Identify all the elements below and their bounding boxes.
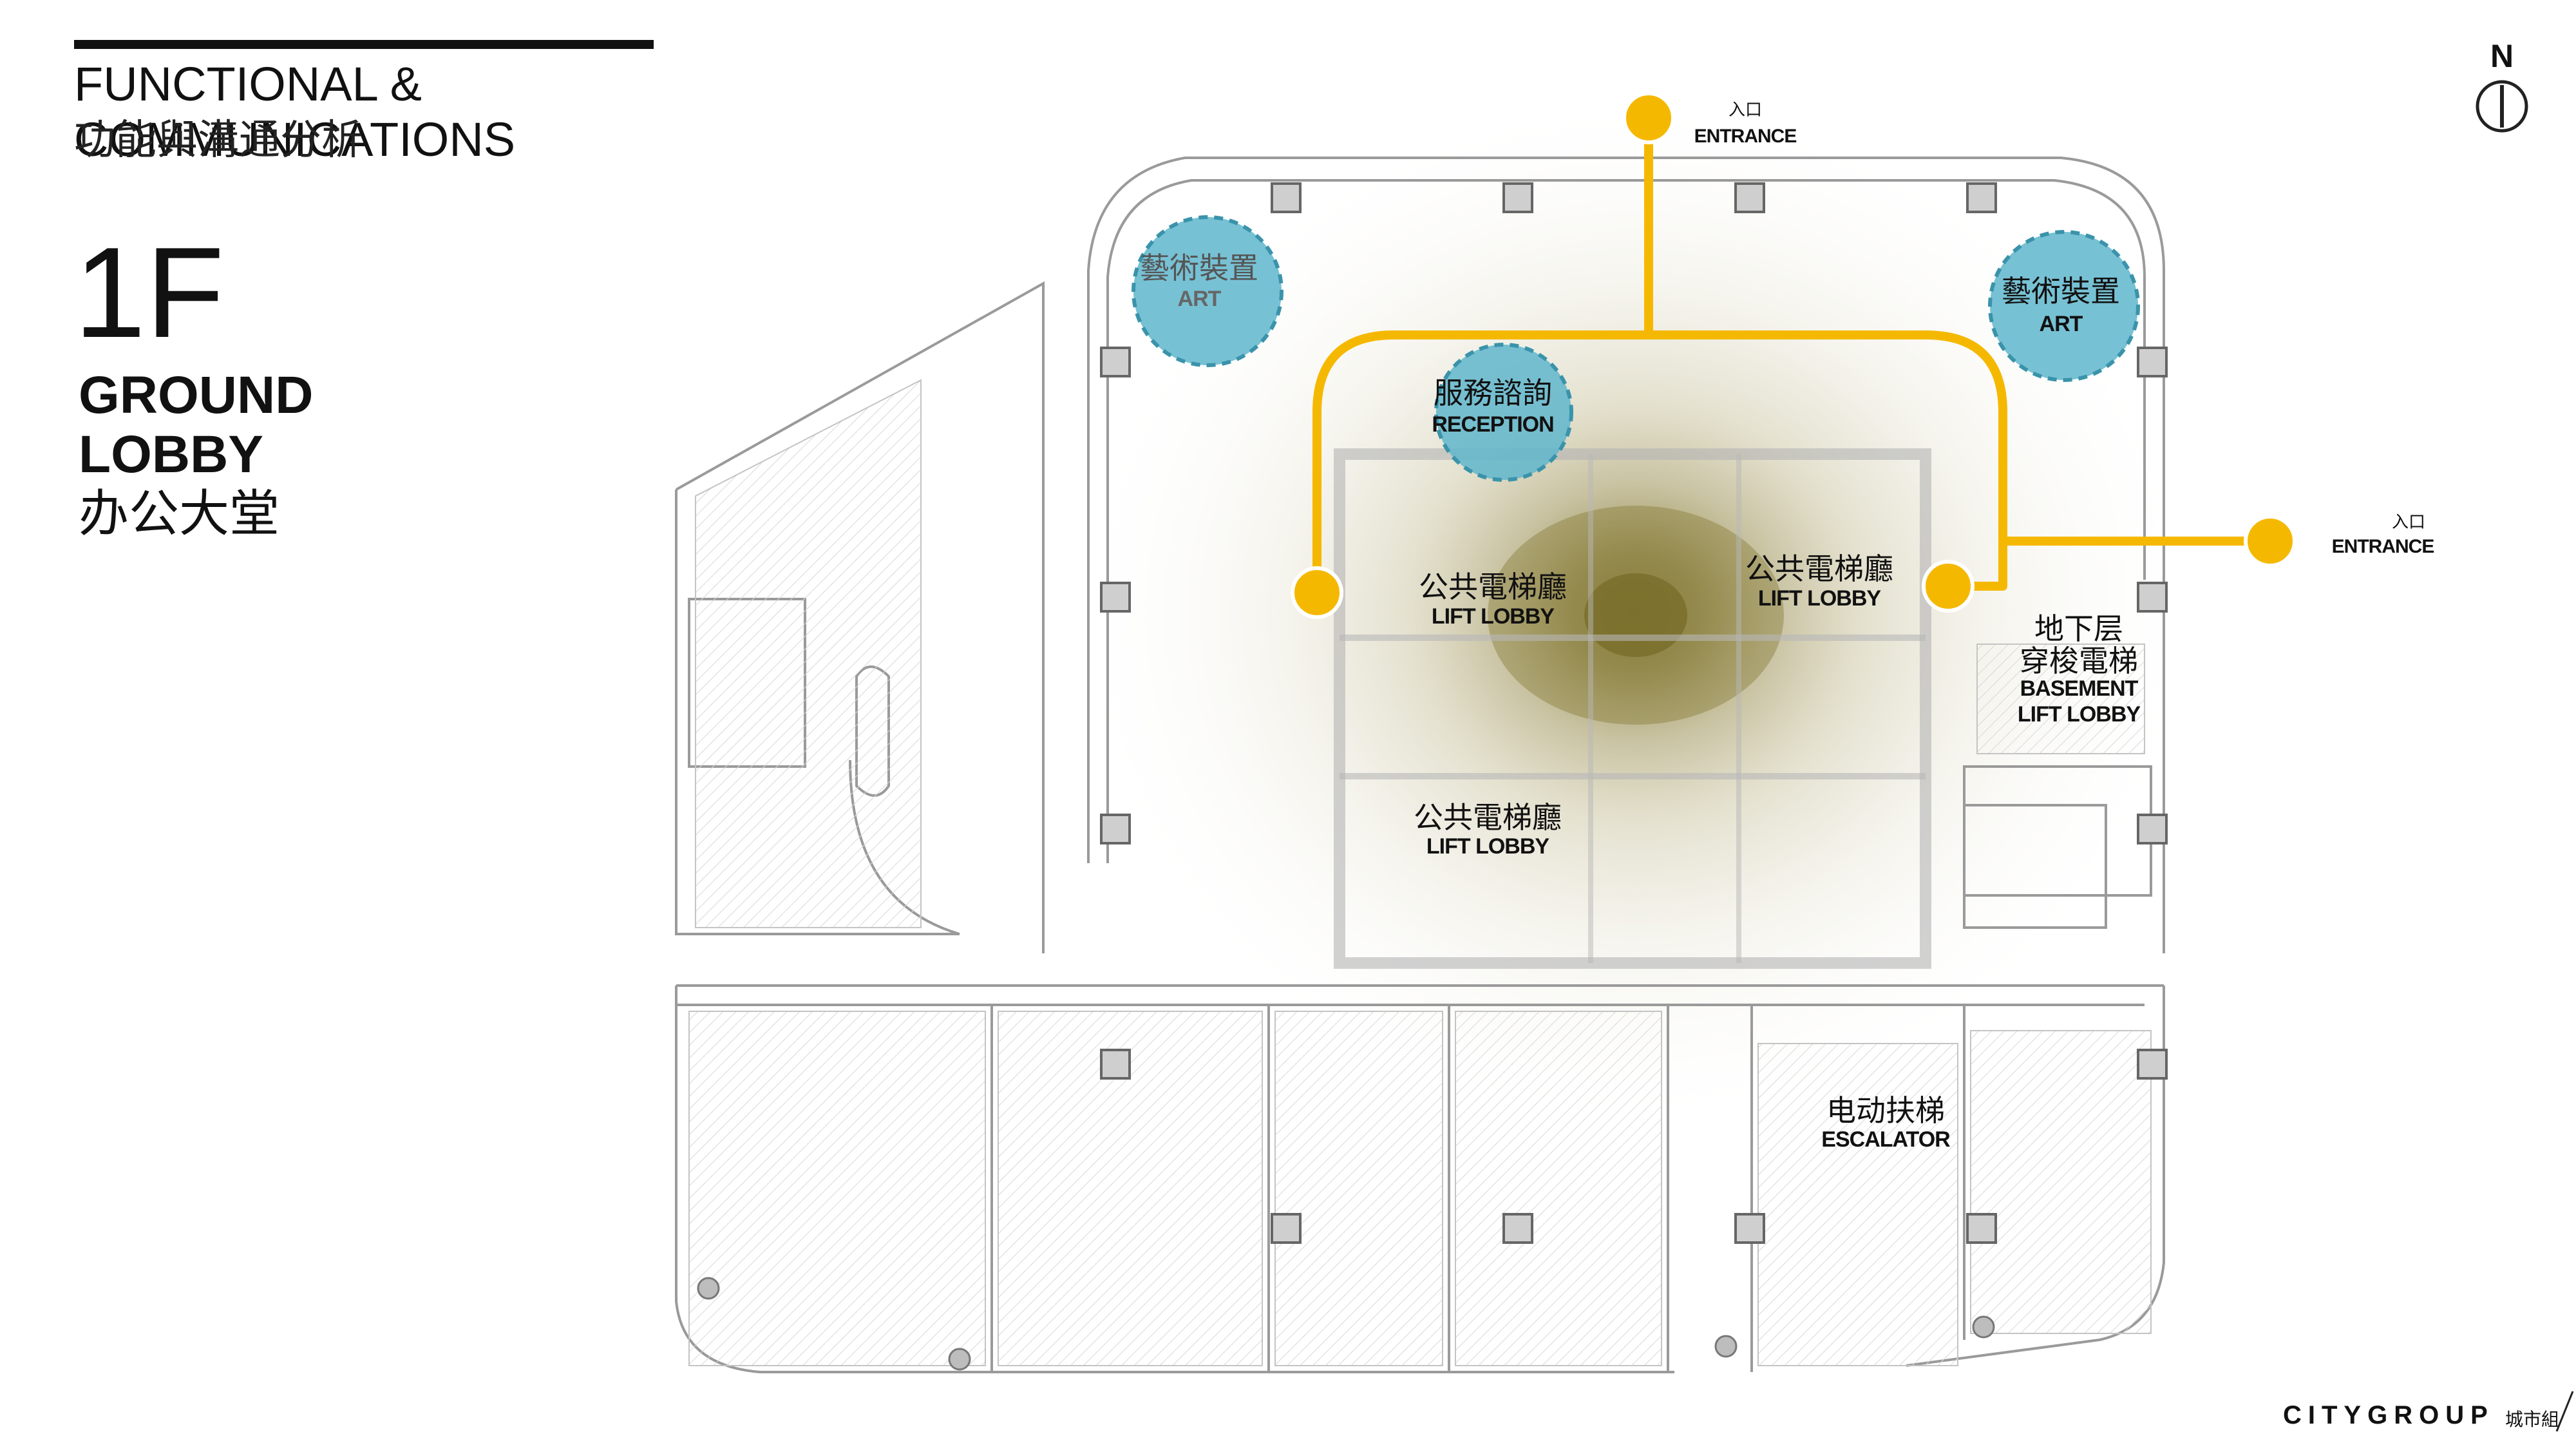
- page-title: FUNCTIONAL & COMMUNICATIONS: [74, 57, 516, 166]
- entrance-east-label-cn: 入口: [2391, 512, 2426, 531]
- lift-lobby-south-label-cn: 公共電梯廳: [1414, 801, 1562, 834]
- basement-lift-label-cn-2: 穿梭電梯: [2020, 644, 2138, 678]
- entrance-north-label-cn: 入口: [1728, 100, 1763, 119]
- company-logo-text: CITYGROUP: [2283, 1401, 2494, 1429]
- circulation-route: [1312, 115, 2275, 594]
- logo-slash: [2555, 1391, 2574, 1432]
- floor-name-cn: 办公大堂: [79, 485, 280, 542]
- north-label: N: [2490, 38, 2514, 74]
- art-installations: [1132, 215, 2140, 482]
- north-compass: [2476, 80, 2528, 133]
- lift-lobby-south-label-en: LIFT LOBBY: [1426, 834, 1549, 859]
- reception-label-en: RECEPTION: [1432, 412, 1554, 437]
- lift-lobby-east-label-cn: 公共電梯廳: [1745, 552, 1893, 586]
- entrance-north-label-en: ENTRANCE: [1694, 126, 1797, 147]
- basement-lift-label-cn-1: 地下层: [2034, 612, 2123, 645]
- traffic-heat-glow: [1088, 110, 2183, 1114]
- page-title-cn: 功能與溝通分析: [74, 117, 363, 163]
- escalator-label-cn: 电动扶梯: [1826, 1094, 1945, 1127]
- escalator-label-en: ESCALATOR: [1821, 1127, 1950, 1152]
- entrance-east-label-en: ENTRANCE: [2331, 536, 2435, 557]
- lift-lobby-east-label-en: LIFT LOBBY: [1757, 586, 1881, 611]
- art-right-label-cn: 藝術裝置: [2002, 274, 2120, 308]
- art-right-label-en: ART: [2039, 312, 2083, 336]
- floor-name-en: GROUND LOBBY: [79, 366, 314, 484]
- plan-walls: [675, 157, 2165, 1373]
- lift-lobby-west-label-en: LIFT LOBBY: [1431, 604, 1555, 629]
- structural-columns: [1100, 182, 2168, 1244]
- lift-lobby-west-label-cn: 公共電梯廳: [1419, 570, 1567, 604]
- basement-lift-label-en-1: BASEMENT: [2020, 676, 2139, 701]
- reception-label-cn: 服務諮詢: [1434, 376, 1552, 410]
- company-logo-text-cn: 城市組: [2505, 1409, 2560, 1430]
- art-left-label-en: ART: [1177, 287, 1222, 311]
- floor-code: 1F: [74, 221, 225, 365]
- title-bar: [74, 40, 654, 49]
- route-nodes: [1291, 91, 2297, 619]
- art-left-label-cn: 藝術裝置: [1140, 251, 1258, 285]
- basement-lift-label-en-2: LIFT LOBBY: [2017, 702, 2141, 727]
- round-columns: [697, 1277, 1995, 1371]
